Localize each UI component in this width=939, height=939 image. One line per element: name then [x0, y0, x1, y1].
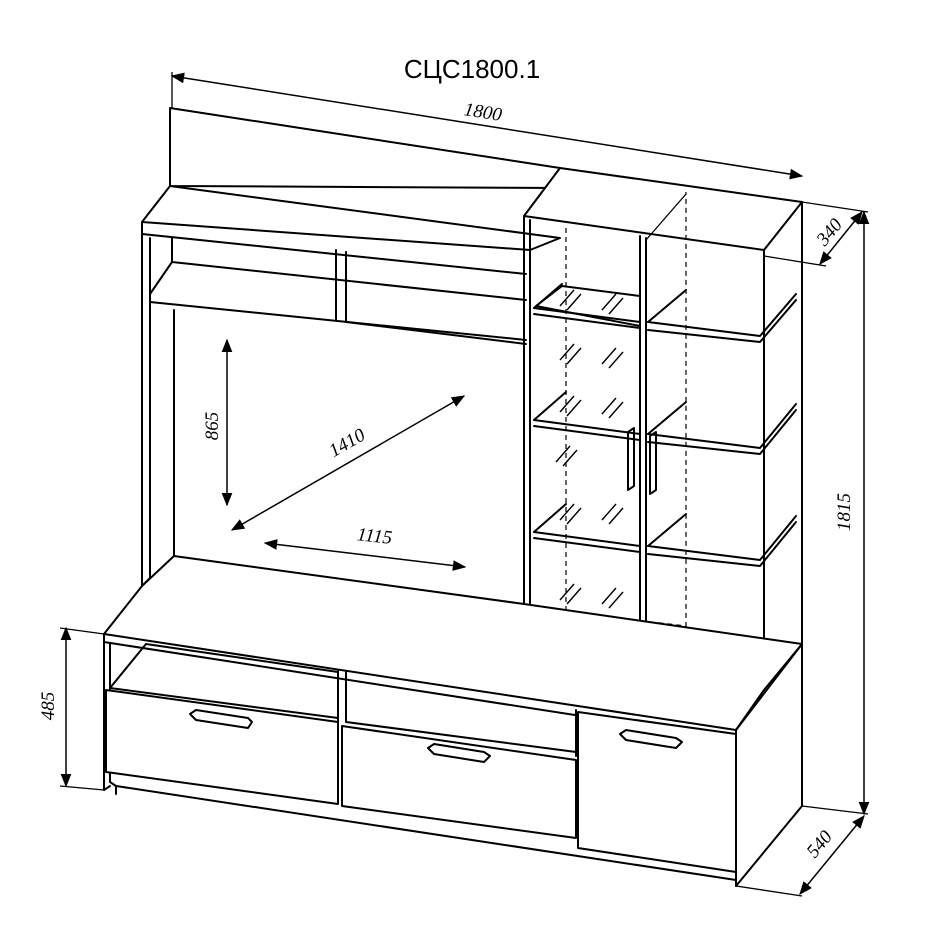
back-panel [169, 107, 561, 189]
base-height-dimension: 485 [38, 626, 105, 791]
height-dimension-label: 1815 [834, 493, 855, 531]
depth-bottom-label: 540 [803, 826, 838, 862]
tv-width-dimension: 1115 [263, 524, 467, 571]
cabinet-handle-left[interactable] [627, 427, 635, 491]
drawer-left-handle[interactable] [189, 709, 253, 729]
tv-stand [103, 555, 803, 887]
display-cabinet [523, 167, 803, 691]
tv-width-label: 1115 [356, 524, 393, 549]
drawer-middle-handle[interactable] [427, 743, 491, 763]
drawer-left[interactable] [105, 689, 339, 805]
tv-height-label: 865 [202, 412, 223, 441]
tv-diagonal-dimension: 1410 [230, 395, 466, 531]
drawer-right-handle[interactable] [619, 729, 683, 749]
glass-hatching [555, 289, 624, 609]
base-height-label: 485 [38, 692, 59, 721]
width-dimension: 1800 [170, 72, 804, 180]
drawing-title: СЦС1800.1 [404, 54, 540, 84]
drawer-right[interactable] [577, 711, 737, 873]
upper-shelf-unit [141, 185, 561, 587]
depth-bottom-dimension: 540 [735, 814, 865, 897]
tv-diagonal-label: 1410 [326, 424, 370, 461]
drawer-middle[interactable] [341, 725, 577, 839]
height-dimension: 1815 [801, 201, 870, 816]
tv-height-dimension: 865 [202, 338, 233, 507]
width-dimension-label: 1800 [462, 99, 503, 126]
depth-top-label: 340 [812, 214, 847, 250]
cabinet-handle-right[interactable] [649, 431, 657, 495]
